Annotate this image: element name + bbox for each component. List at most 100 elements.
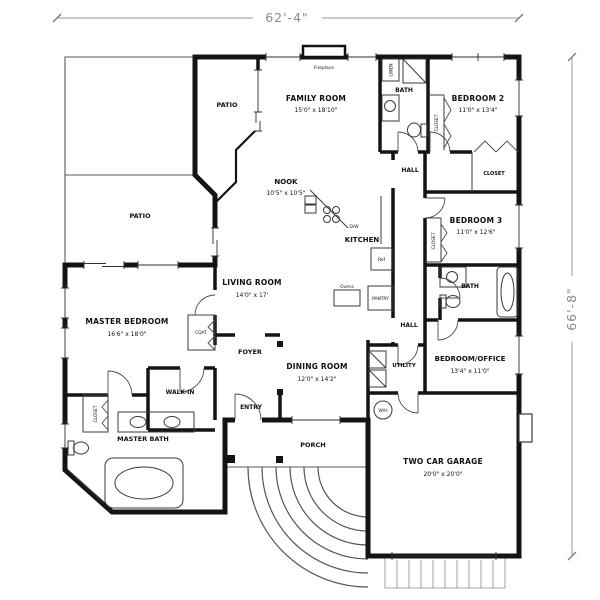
wall-ovens <box>333 289 361 307</box>
master-tub-platform <box>104 457 184 509</box>
washer <box>368 350 387 369</box>
label-master-bedroom: MASTER BEDROOM <box>85 317 168 326</box>
top-dimension: 62'-4" <box>265 10 309 25</box>
bath-right-vanity <box>439 266 467 288</box>
label-ovens: Ovens <box>340 284 355 290</box>
exterior-pad <box>518 413 533 443</box>
bath-right-tub <box>496 266 519 318</box>
nook-bay-wall <box>214 127 259 204</box>
label-bedroom3: BEDROOM 3 <box>450 216 503 225</box>
fixtures <box>67 58 519 509</box>
kitchen-sink-bowl1 <box>304 195 317 205</box>
cooktop-burners <box>323 206 340 223</box>
label-refrigerator: Ref <box>378 257 386 263</box>
bath-right-toilet <box>445 295 461 308</box>
label-master-bedroom-dims: 16'6" x 18'0" <box>107 331 146 338</box>
bath-top-toilet <box>407 122 421 138</box>
label-closet-master: CLOSET <box>93 405 99 422</box>
walls <box>62 44 533 559</box>
fixture-labels: Fireplace LINEN CLOSET CLOSET CLOSET CLO… <box>93 63 505 422</box>
master-sink2 <box>163 416 181 428</box>
label-entry: ENTRY <box>240 404 263 411</box>
label-foyer: FOYER <box>238 348 262 356</box>
porch-column1 <box>227 455 235 463</box>
bath-top-vanity <box>381 94 400 122</box>
label-bedroom-office-dims: 13'4" x 11'0" <box>450 368 489 375</box>
foyer-column1 <box>277 341 283 347</box>
door-swings <box>107 131 461 421</box>
label-bath-right: BATH <box>461 283 479 290</box>
bath-right-tub-basin <box>500 272 515 312</box>
dimension-lines: 62'-4" 66'-8" <box>52 10 579 561</box>
linen-shelves <box>381 58 400 82</box>
label-patio-top: PATIO <box>216 101 238 109</box>
label-closet-bedroom2: CLOSET <box>434 114 440 131</box>
label-bedroom2: BEDROOM 2 <box>452 94 505 103</box>
label-hall-mid: HALL <box>400 322 417 329</box>
label-bedroom-office: BEDROOM/OFFICE <box>435 355 506 363</box>
label-family-room-dims: 15'0" x 18'10" <box>295 107 338 114</box>
window-jambs <box>61 53 523 560</box>
refrigerator <box>370 247 393 271</box>
label-closet-bedroom3: CLOSET <box>431 232 437 249</box>
dryer <box>368 369 387 388</box>
label-bedroom3-dims: 11'0" x 12'6" <box>456 229 495 236</box>
patio-top-outline <box>64 56 196 176</box>
top-dim-ticks <box>52 13 524 23</box>
right-dimension: 66'-8" <box>564 287 579 331</box>
curved-steps <box>247 466 369 588</box>
fireplace-box <box>301 44 347 59</box>
label-bath-top: BATH <box>395 87 413 94</box>
closet-partitions <box>425 94 473 263</box>
porch-column2 <box>276 456 283 463</box>
label-fireplace: Fireplace <box>314 65 334 71</box>
room-labels: PATIO PATIO FAMILY ROOM 15'0" x 18'10" B… <box>85 87 505 478</box>
label-dining-room-dims: 12'0" x 14'2" <box>297 376 336 383</box>
label-bedroom2-dims: 11'0" x 13'4" <box>458 107 497 114</box>
label-dishwasher: D/W <box>349 224 359 230</box>
label-porch: PORCH <box>300 441 326 449</box>
window-glass-lines <box>64 56 520 557</box>
label-living-room: LIVING ROOM <box>222 278 281 287</box>
pantry-closet <box>367 285 394 311</box>
slider-door-lines <box>84 112 261 267</box>
master-vanity <box>117 411 195 433</box>
master-shower-glass <box>67 469 105 504</box>
exterior-walls <box>62 54 522 559</box>
right-dim-ticks <box>567 52 577 561</box>
appliance-marks <box>368 350 387 388</box>
label-dining-room: DINING ROOM <box>286 362 347 371</box>
label-coat: COAT <box>195 330 207 336</box>
patio-left-outline <box>64 174 216 266</box>
label-linen: LINEN <box>389 63 395 76</box>
label-nook-dims: 10'5" x 10'5" <box>266 190 305 197</box>
bath-top-sink <box>384 100 396 112</box>
doors <box>101 97 519 431</box>
master-tub <box>114 466 174 500</box>
label-nook: NOOK <box>274 178 298 186</box>
bath-top-toilet-tank <box>420 123 428 138</box>
label-patio-left: PATIO <box>129 212 151 220</box>
label-pantry: PANTRY <box>372 296 389 302</box>
label-hall-top: HALL <box>401 167 418 174</box>
label-living-room-dims: 14'0" x 17' <box>236 292 269 299</box>
label-family-room: FAMILY ROOM <box>286 94 346 103</box>
master-sink1 <box>129 416 147 428</box>
shower-mark <box>402 58 427 84</box>
master-toilet <box>73 441 89 455</box>
wall-openings <box>61 53 523 560</box>
label-master-bath: MASTER BATH <box>117 435 169 443</box>
label-garage: TWO CAR GARAGE <box>403 457 483 466</box>
label-closet-hall: CLOSET <box>483 171 505 177</box>
bifold-doors <box>101 97 519 431</box>
shower-top <box>402 58 427 84</box>
label-walk-in: WALK-IN <box>166 389 195 396</box>
label-kitchen: KITCHEN <box>345 236 380 244</box>
label-utility: UTILITY <box>392 363 417 369</box>
bath-right-sink <box>446 271 458 283</box>
foyer-column2 <box>277 389 283 395</box>
porch-outline <box>224 419 369 468</box>
water-heater <box>373 400 393 420</box>
